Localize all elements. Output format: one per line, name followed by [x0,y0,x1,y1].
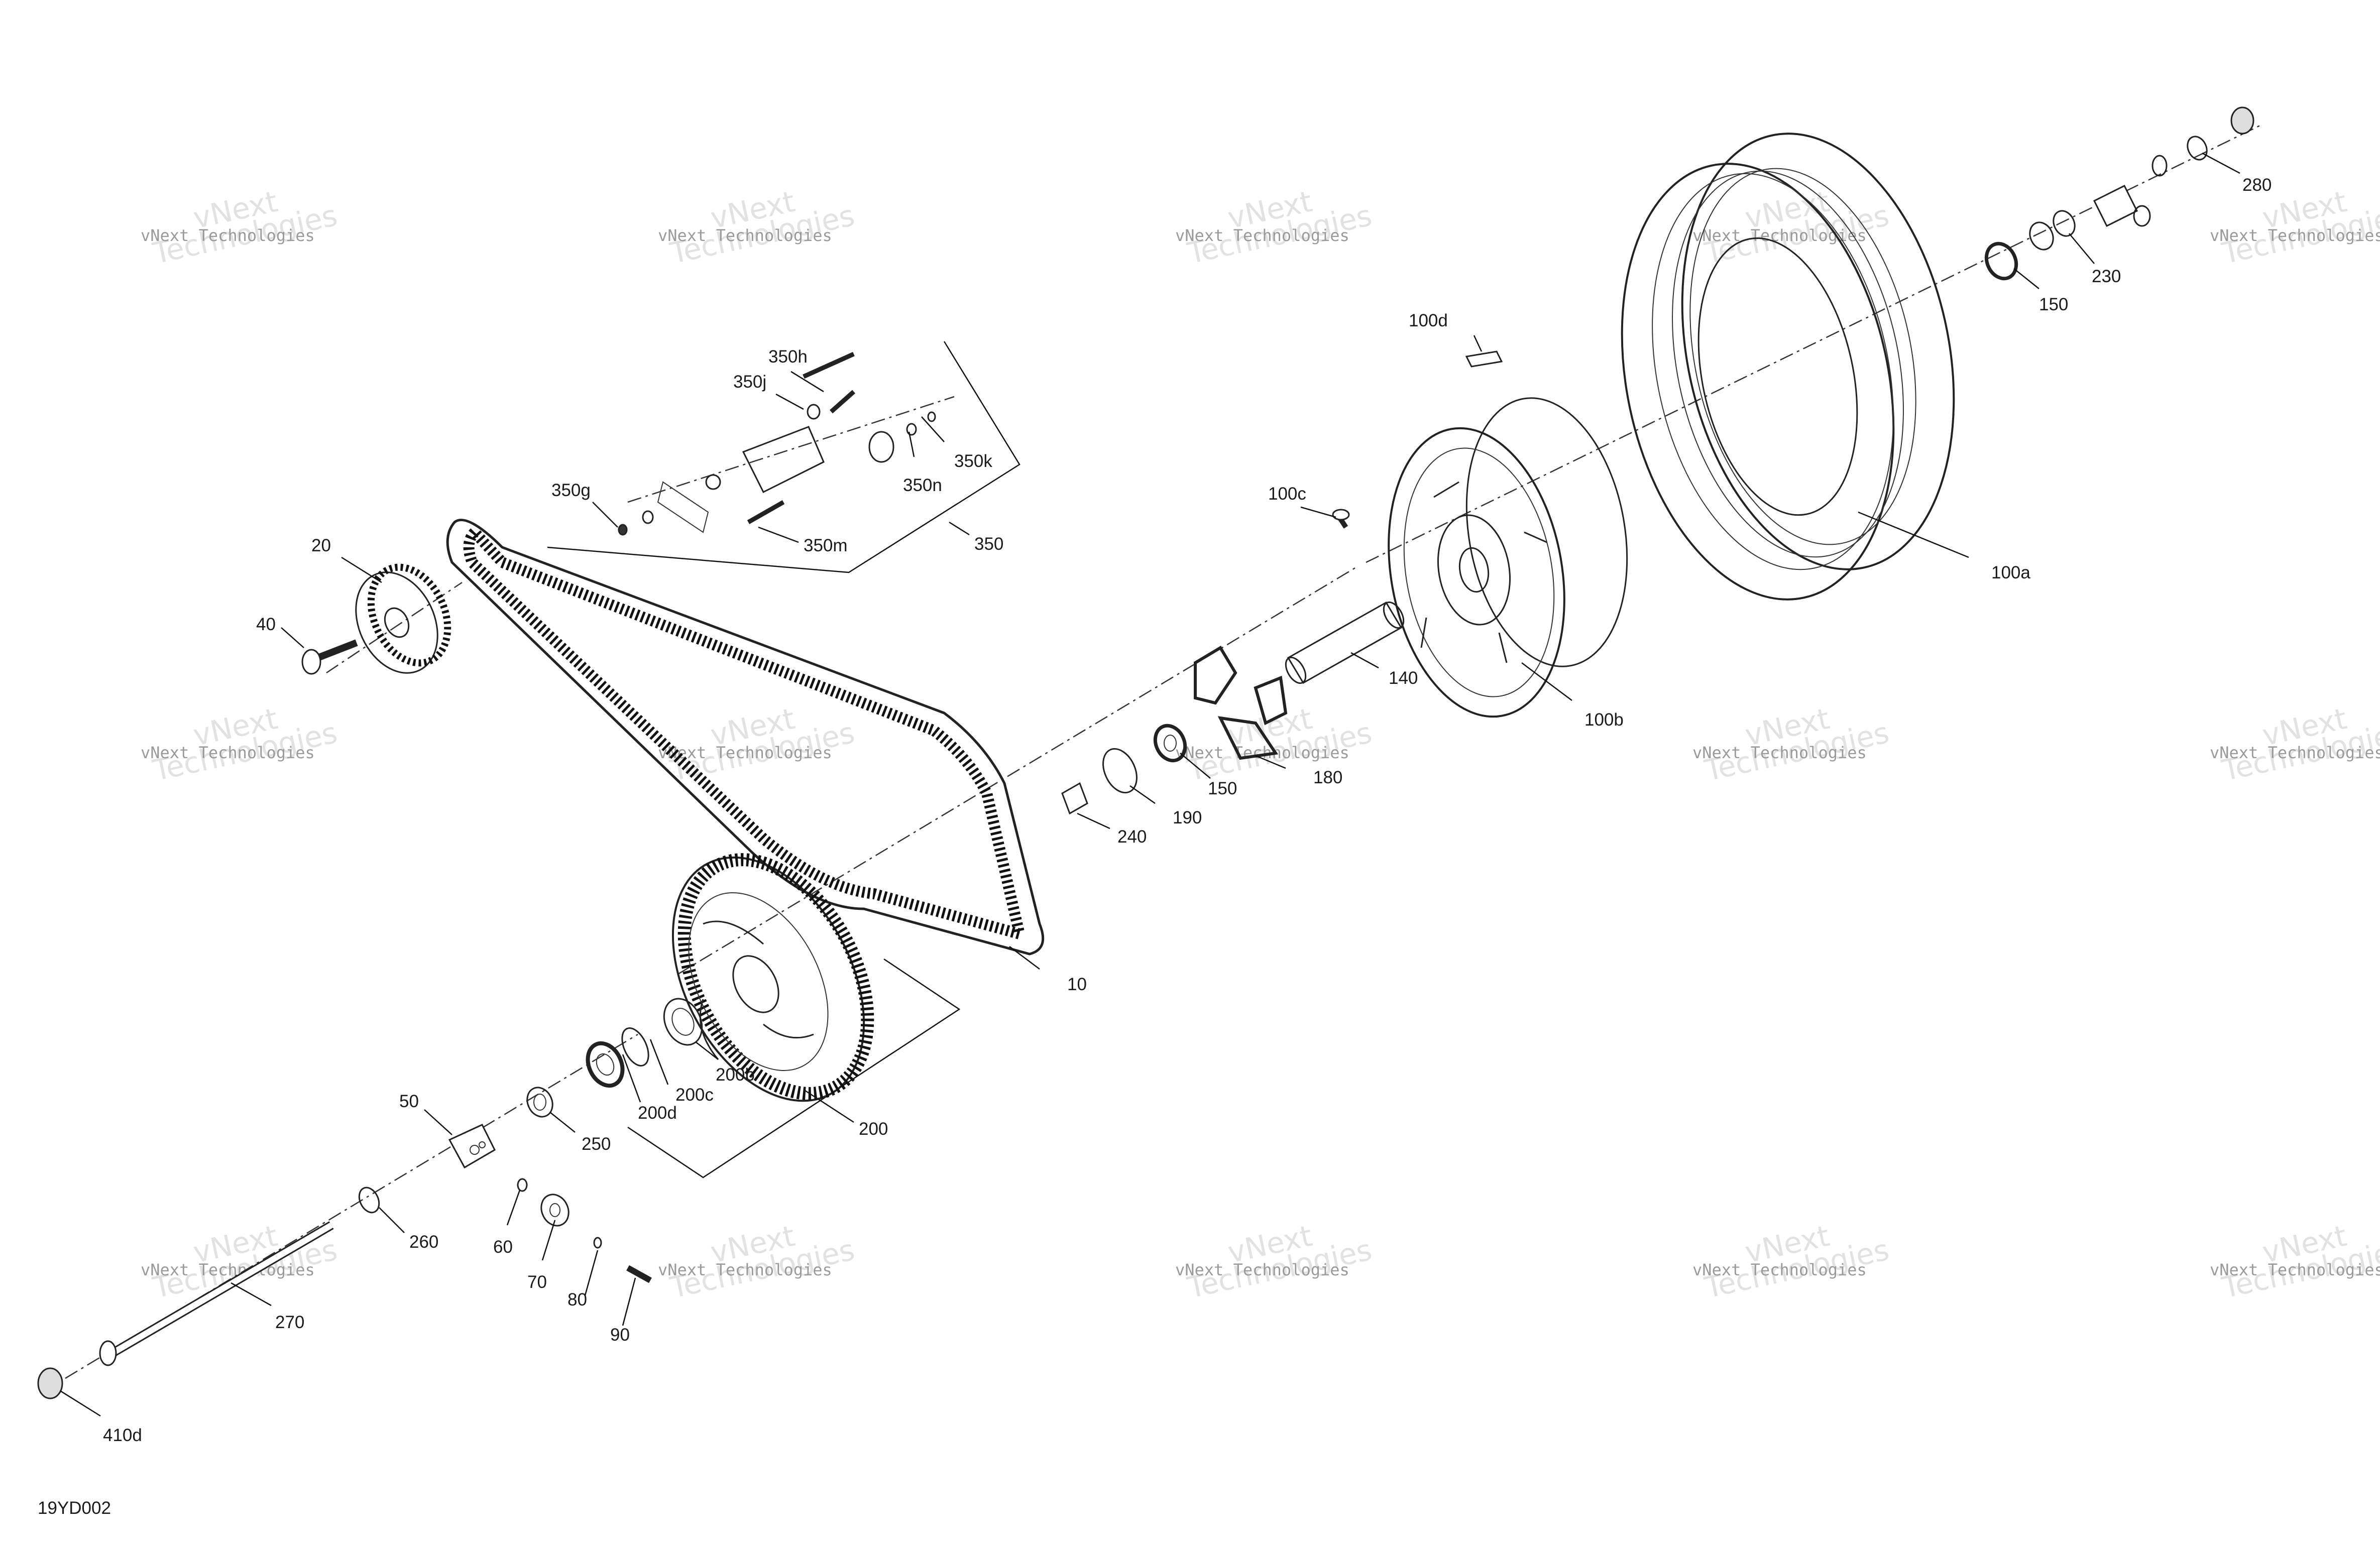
label-350k: 350k [954,451,992,471]
label-180: 180 [1313,768,1342,787]
part-labels: 10 20 40 50 60 70 80 90 100a 100b 100c 1… [38,175,2272,1518]
drive-belt [446,519,1045,956]
label-20: 20 [311,536,331,555]
cush-drive-dampers [1194,645,1288,760]
label-150-left: 150 [1208,779,1237,798]
label-350h: 350h [768,347,808,367]
wheel-valve-and-weight [1332,350,1503,529]
label-240: 240 [1117,827,1147,847]
tire [1621,133,1955,601]
label-140: 140 [1389,668,1418,688]
label-410d: 410d [103,1426,142,1445]
axle-spacer-and-block [448,1087,553,1169]
label-200c: 200c [675,1085,714,1105]
label-10: 10 [1067,975,1087,994]
label-250: 250 [582,1134,611,1154]
watermark-name: vNext Technologies [2210,226,2380,245]
label-270: 270 [275,1313,304,1332]
label-150-right: 150 [2039,295,2068,314]
label-350g: 350g [551,481,591,500]
label-280: 280 [2242,175,2272,195]
idler-pulley [355,563,451,674]
label-200b: 200b [716,1065,755,1085]
label-230: 230 [2092,267,2121,286]
watermark-name: vNext Technologies [1692,743,1867,762]
watermark-name: vNext Technologies [141,1260,315,1279]
adjuster-hardware [517,1178,652,1283]
sprocket-bearing-stack [586,998,703,1088]
label-50: 50 [399,1092,419,1111]
label-350m: 350m [804,536,848,555]
label-100c: 100c [1268,484,1306,504]
watermark-name: vNext Technologies [2210,743,2380,762]
label-40: 40 [256,615,276,634]
label-350n: 350n [903,476,942,495]
label-90: 90 [610,1325,630,1345]
group-200-bracket [627,958,961,1178]
wheel-rim [1388,397,1628,718]
watermark-name: vNext Technologies [1175,743,1349,762]
watermark-name: vNext Technologies [141,226,315,245]
label-100b: 100b [1584,710,1624,730]
label-100a: 100a [1991,563,2030,582]
label-350: 350 [974,534,1003,554]
sprocket [671,853,874,1102]
label-200d: 200d [638,1103,677,1123]
label-190: 190 [1173,808,1202,827]
watermark-name: vNext Technologies [1175,1260,1349,1279]
label-80: 80 [568,1290,587,1310]
label-60: 60 [493,1237,513,1257]
watermark-name: vNext Technologies [1692,1260,1867,1279]
label-350j: 350j [733,372,766,392]
label-70: 70 [527,1272,547,1292]
wheel-bearings-right [1984,106,2254,281]
diagram-code: 19YD002 [38,1498,111,1518]
watermark-name: vNext Technologies [658,226,832,245]
watermark-name: vNext Technologies [658,743,832,762]
watermark-name: vNext Technologies [1692,226,1867,245]
label-200: 200 [859,1119,888,1139]
center-axes [65,125,2260,1379]
rear-axle [37,1186,380,1399]
watermark-name: vNext Technologies [1175,226,1349,245]
leader-lines [60,152,2240,1417]
watermark-name: vNext Technologies [658,1260,832,1279]
watermark-name: vNext Technologies [141,743,315,762]
idler-bolt [301,639,358,675]
wheel-bearings-left [1061,724,1187,815]
label-260: 260 [409,1232,438,1252]
label-100d: 100d [1409,311,1448,330]
belt-tensioner-assembly [618,351,936,536]
watermark-name: vNext Technologies [2210,1260,2380,1279]
axle-sleeve [1285,601,1405,684]
group-350-bracket [547,341,1021,573]
